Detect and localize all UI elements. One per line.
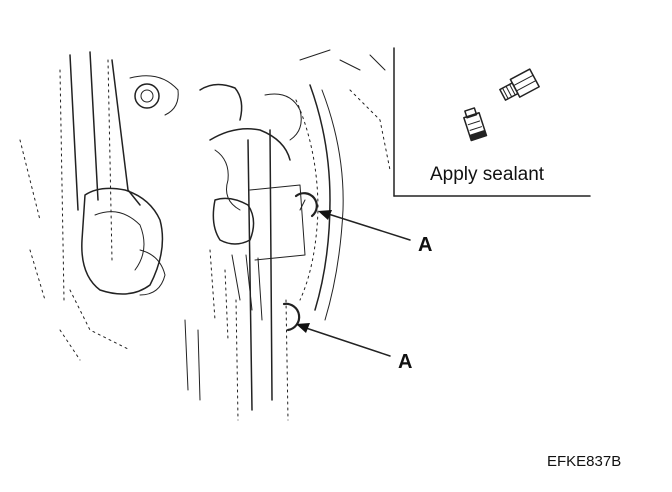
callout-label-upper: A xyxy=(418,234,432,256)
callout-leader-upper xyxy=(318,210,411,241)
sealant-point-lower xyxy=(282,302,301,332)
callout-label-lower: A xyxy=(398,351,412,373)
bolt-icon xyxy=(499,68,540,101)
sealant-point-upper xyxy=(294,192,318,218)
inset-panel xyxy=(393,47,591,197)
inset-caption: Apply sealant xyxy=(430,164,545,185)
callout-leader-lower xyxy=(296,323,391,357)
figure-code: EFKE837B xyxy=(547,453,621,470)
sealant-tube-icon xyxy=(463,107,488,142)
engine-component-drawing xyxy=(19,49,391,421)
